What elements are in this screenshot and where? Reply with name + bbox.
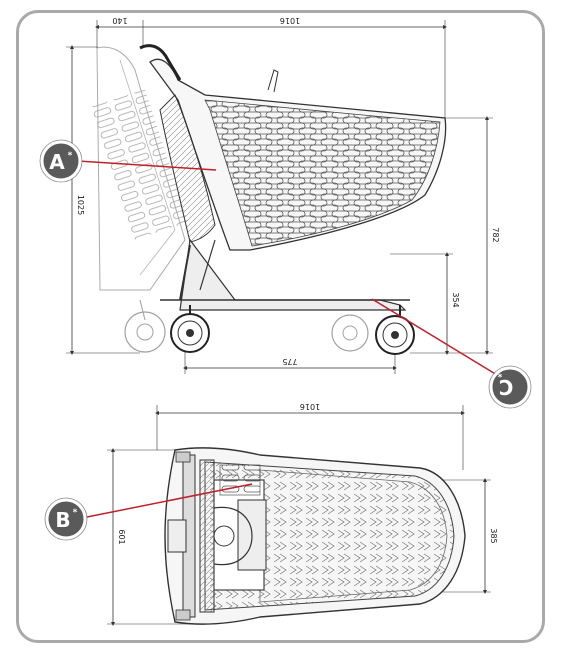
callout-c: C * [371, 298, 532, 409]
top-view: 1016 601 385 [107, 402, 498, 626]
child-seat-b [213, 464, 267, 591]
callout-c-mark: * [498, 373, 503, 383]
rear-wheel [170, 305, 210, 353]
callout-a-mark: * [68, 151, 73, 161]
dim-top-view-length: 1016 [300, 402, 320, 411]
side-view: 140 1016 1025 782 354 775 [66, 16, 500, 374]
callout-b-mark: * [73, 508, 78, 518]
dim-top-view-width-outer: 601 [117, 529, 126, 544]
dim-top-long: 1016 [280, 16, 300, 25]
callout-b: B * [44, 483, 253, 541]
dim-top-view-width-inner: 385 [489, 528, 498, 543]
callout-c-letter: C [499, 375, 514, 399]
dim-right-chassis: 354 [451, 292, 460, 307]
callout-a-letter: A [49, 150, 65, 174]
front-wheel [375, 305, 415, 355]
dim-top-short: 140 [112, 16, 127, 25]
callout-a: A * [39, 139, 217, 183]
dim-left-height: 1025 [76, 195, 85, 215]
callout-b-letter: B [55, 508, 70, 532]
dim-right-basket: 782 [491, 227, 500, 242]
dim-wheelbase: 775 [282, 357, 297, 366]
